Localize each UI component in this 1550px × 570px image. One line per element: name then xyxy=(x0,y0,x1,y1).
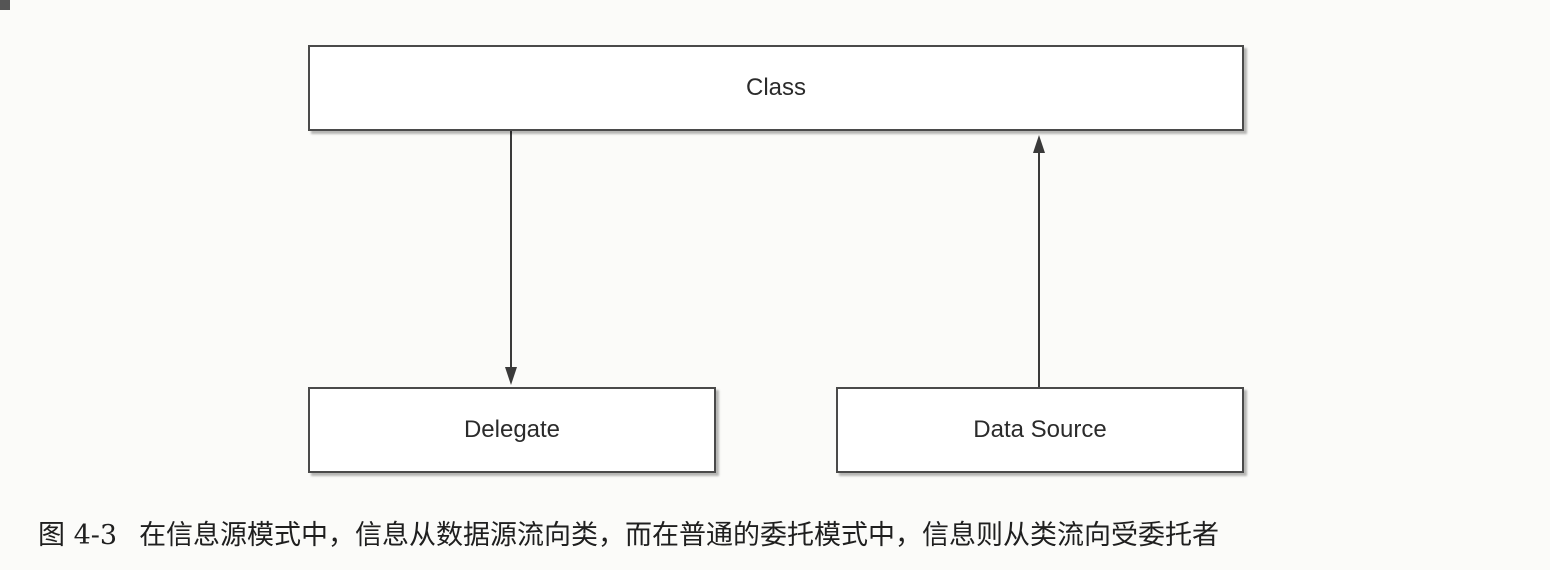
delegate-node: Delegate xyxy=(308,387,716,473)
delegate-node-label: Delegate xyxy=(463,416,561,443)
arrowhead-down-icon xyxy=(505,367,517,385)
figure-number: 图 4-3 xyxy=(38,519,118,551)
arrowhead-up-icon xyxy=(1033,135,1045,153)
class-node: Class xyxy=(308,45,1244,131)
page-corner-mark xyxy=(0,0,10,10)
data-source-node: Data Source xyxy=(836,387,1244,473)
figure-caption: 图 4-3 在信息源模式中，信息从数据源流向类，而在普通的委托模式中，信息则从类… xyxy=(38,510,1538,554)
figure-caption-text: 在信息源模式中，信息从数据源流向类，而在普通的委托模式中，信息则从类流向受委托者 xyxy=(139,519,1220,551)
class-node-label: Class xyxy=(745,74,806,101)
edge-datasource-to-class xyxy=(1033,135,1045,387)
data-source-node-label: Data Source xyxy=(973,416,1107,443)
edge-class-to-delegate xyxy=(505,131,517,385)
